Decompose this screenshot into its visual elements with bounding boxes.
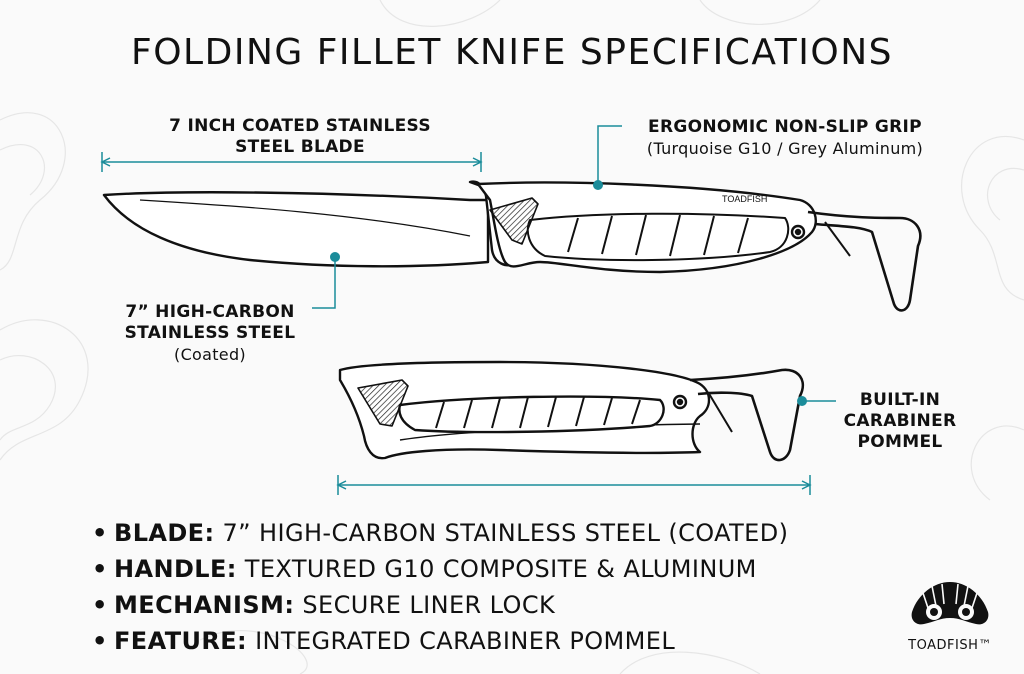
open-knife-carabiner [807, 210, 922, 312]
pommel-label: BUILT-IN CARABINER POMMEL [843, 390, 957, 452]
toadfish-logo-icon [911, 582, 989, 626]
blade-length-label: 7 INCH COATED STAINLESS STEEL BLADE [169, 116, 431, 157]
spec-item-blade: •BLADE: 7” HIGH-CARBON STAINLESS STEEL (… [92, 519, 789, 547]
open-knife: TOADFISH [102, 180, 922, 312]
brand-logo: TOADFISH™ [900, 578, 1000, 653]
spec-item-mechanism: •MECHANISM: SECURE LINER LOCK [92, 591, 556, 619]
steel-callout-leader [312, 257, 336, 309]
spec-item-feature: •FEATURE: INTEGRATED CARABINER POMMEL [92, 627, 676, 655]
closed-knife [338, 360, 805, 462]
spec-item-handle: •HANDLE: TEXTURED G10 COMPOSITE & ALUMIN… [92, 555, 757, 583]
steel-label: 7” HIGH-CARBON STAINLESS STEEL (Coated) [124, 302, 296, 364]
steel-callout-dot [330, 252, 340, 262]
grip-label: ERGONOMIC NON-SLIP GRIP (Turquoise G10 /… [646, 117, 924, 158]
open-knife-blade [102, 191, 490, 268]
grip-callout-leader [597, 125, 622, 185]
page-title: FOLDING FILLET KNIFE SPECIFICATIONS [131, 32, 893, 73]
blade-length-dimension [100, 152, 483, 172]
closed-length-dimension [336, 475, 812, 495]
grip-callout-dot [593, 180, 603, 190]
handle-logo-text: TOADFISH [722, 194, 767, 204]
spec-list: •BLADE: 7” HIGH-CARBON STAINLESS STEEL (… [92, 515, 788, 659]
pommel-callout-dot [797, 396, 807, 406]
closed-knife-carabiner [689, 368, 805, 462]
brand-name: TOADFISH™ [908, 638, 992, 653]
